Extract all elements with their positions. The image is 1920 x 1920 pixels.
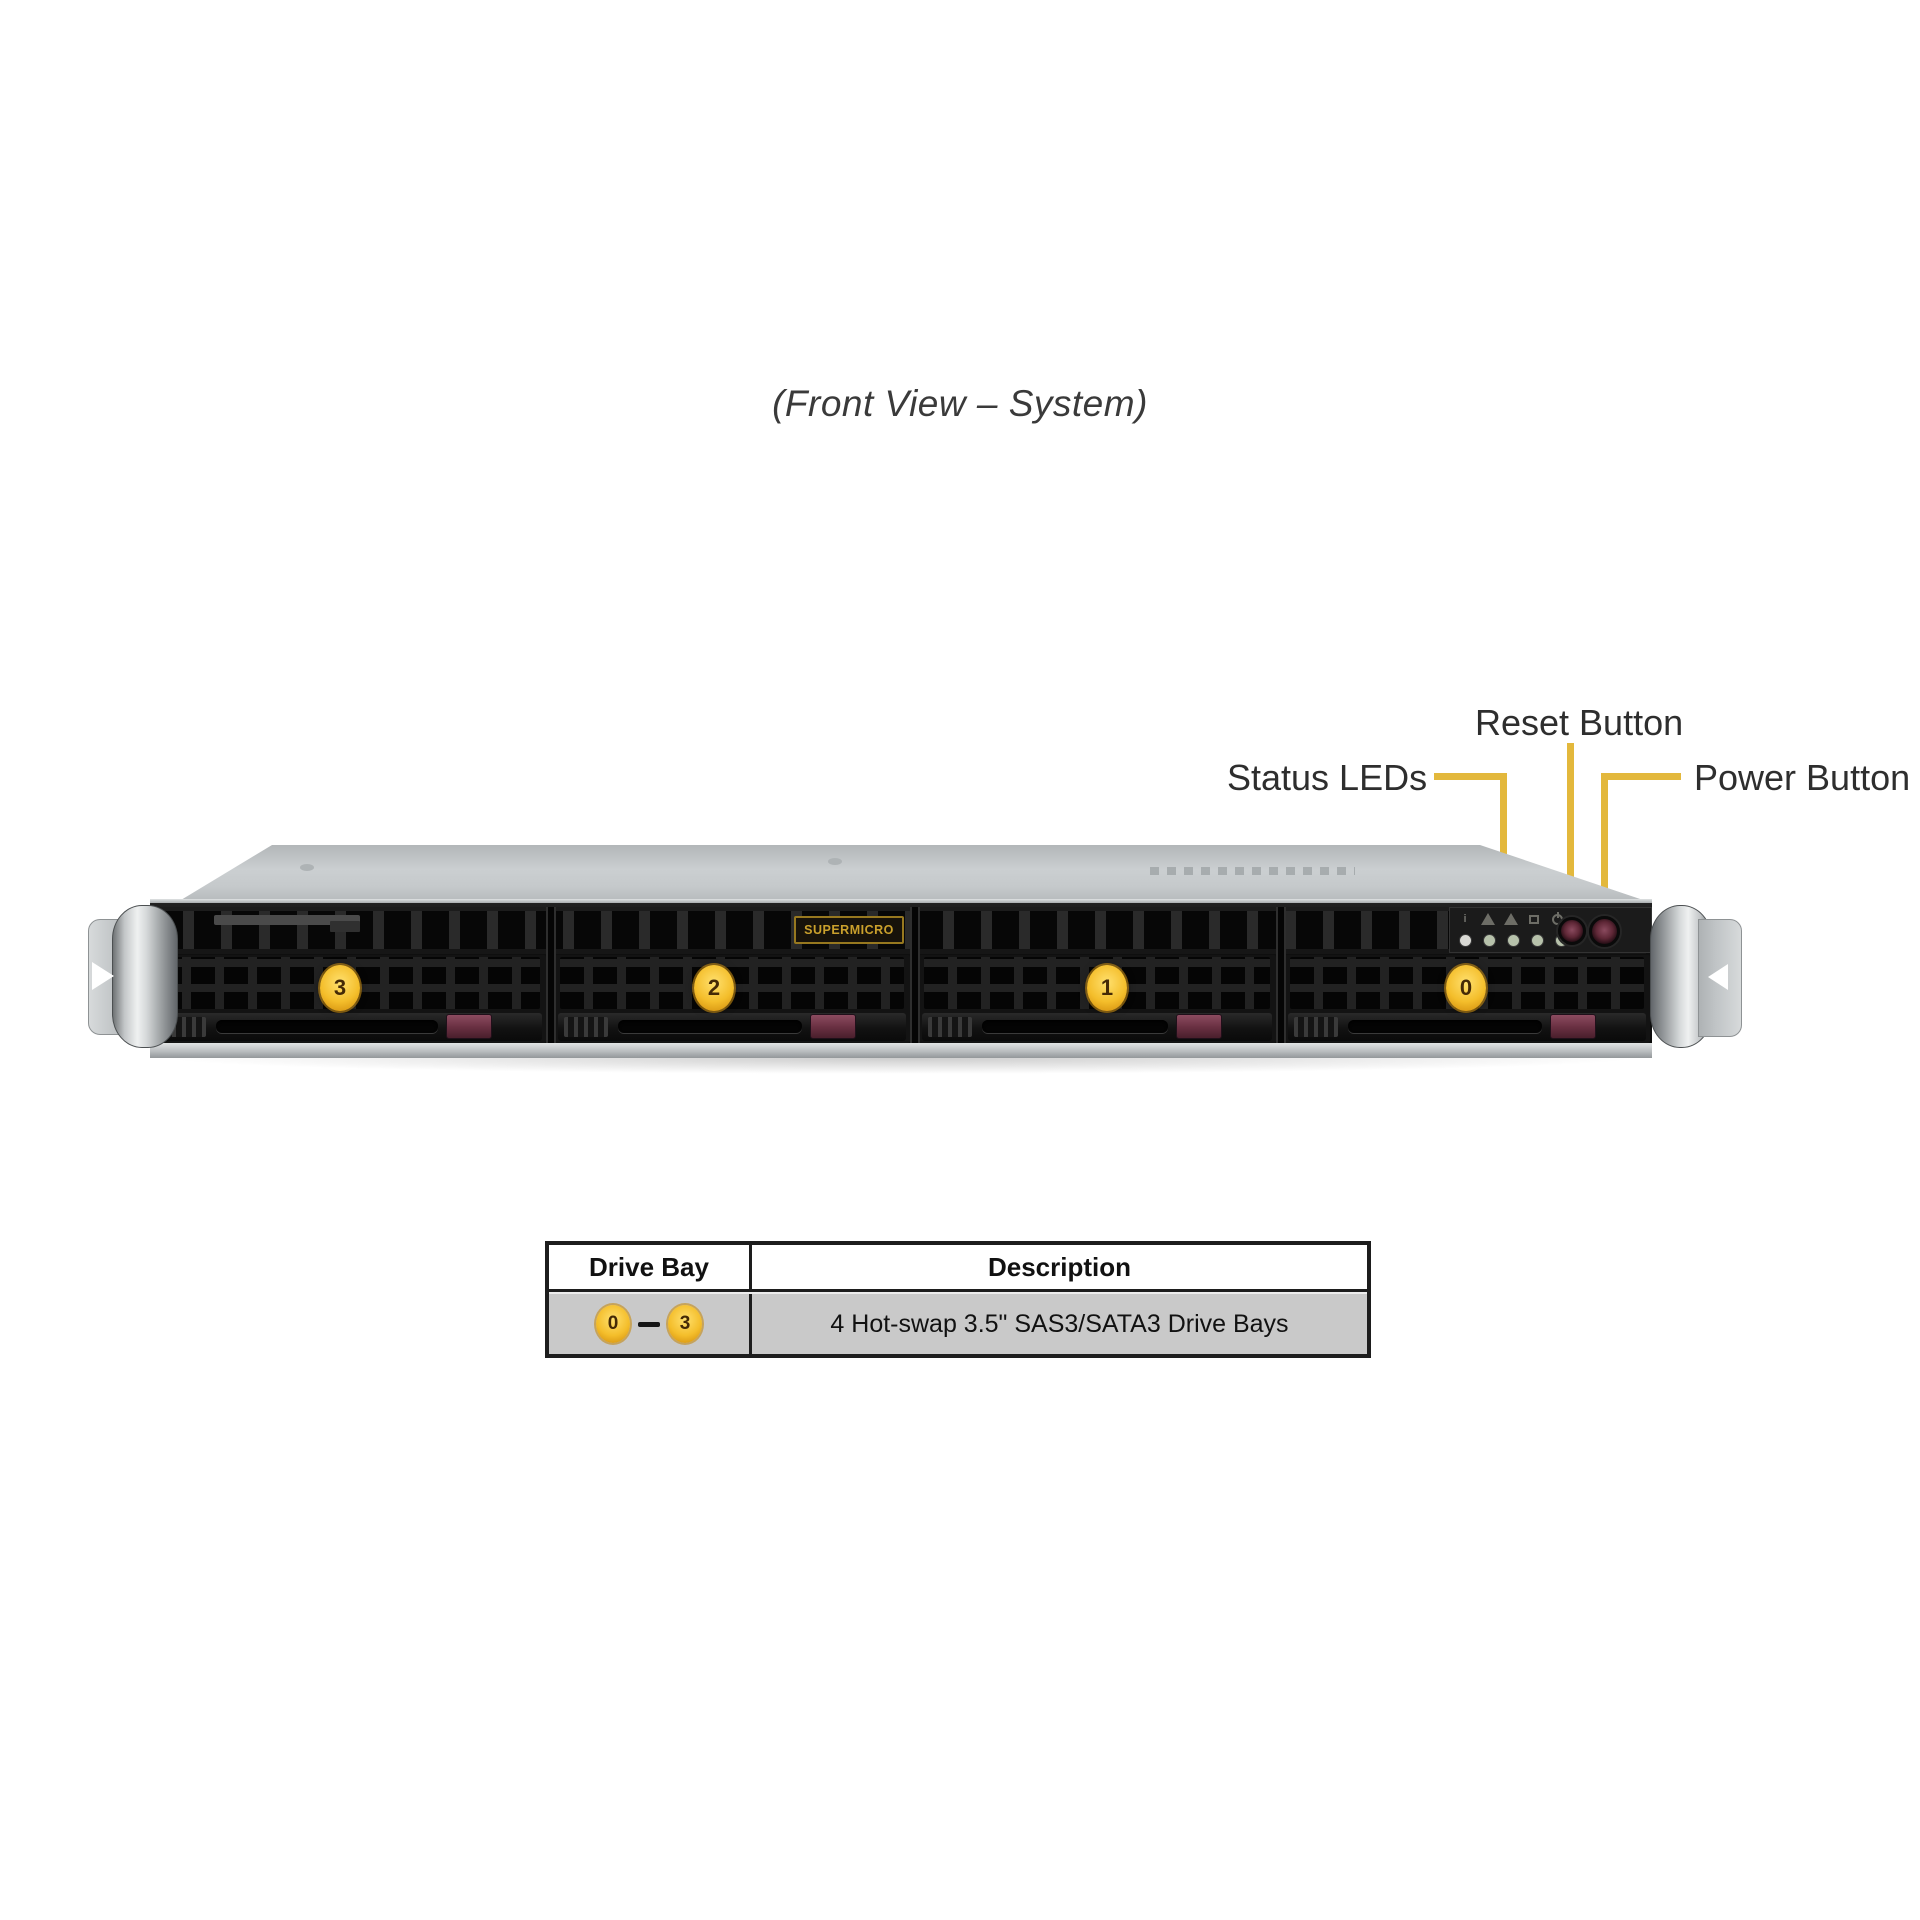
table-data-row: 0 3 4 Hot-swap 3.5" SAS3/SATA3 Drive Bay… <box>549 1292 1367 1354</box>
tray-handle <box>922 1013 1272 1041</box>
drive-bay-table: Drive Bay Description 0 3 4 Hot-swap 3.5… <box>545 1241 1371 1358</box>
bay-number-badge-3: 3 <box>320 965 360 1011</box>
tray-grip <box>564 1017 608 1037</box>
power-fail-warning-icon <box>1504 912 1518 926</box>
cell-description: 4 Hot-swap 3.5" SAS3/SATA3 Drive Bays <box>830 1309 1289 1338</box>
status-led <box>1483 934 1496 947</box>
power-led-icon <box>1550 911 1564 926</box>
left-rack-ear-handle <box>112 905 178 1048</box>
top-cover-screw <box>300 864 314 871</box>
header-cell-description: Description <box>987 1251 1132 1282</box>
figure-title: (Front View – System) <box>772 383 1148 424</box>
header-cell-drive-bay: Drive Bay <box>549 1245 752 1289</box>
status-leds-leader-line <box>1434 773 1504 780</box>
overheat-warning-icon <box>1481 912 1495 926</box>
bay-divider <box>910 907 920 1043</box>
bay-number-badge-0: 0 <box>1446 965 1486 1011</box>
bay-number-badge-1: 1 <box>1087 965 1127 1011</box>
top-cover-screw <box>828 858 842 865</box>
nic-activity-icon <box>1527 912 1541 926</box>
chassis-bottom-trim <box>150 1043 1652 1058</box>
power-button-label: Power Button <box>1694 757 1911 798</box>
status-led-icons: i <box>1458 911 1564 926</box>
drive-tray-0 <box>1284 955 1650 1043</box>
status-led <box>1531 934 1544 947</box>
drive-tray-2 <box>554 955 910 1043</box>
table-header-row: Drive Bay Description <box>549 1245 1367 1292</box>
tray-handle <box>558 1013 906 1041</box>
brand-logo-text: SUPERMICRO <box>804 923 894 937</box>
reset-button <box>1558 917 1586 945</box>
bay-number-badge-2: 2 <box>694 965 734 1011</box>
front-control-panel: i <box>1449 907 1652 953</box>
reset-button-label: Reset Button <box>1475 702 1684 743</box>
status-leds-label: Status LEDs <box>1227 757 1428 798</box>
tray-grip <box>928 1017 972 1037</box>
status-leds-leader-line <box>1500 773 1507 930</box>
tray-handle-slot <box>618 1020 802 1033</box>
tray-handle-slot <box>216 1020 438 1033</box>
bay-divider <box>546 907 556 1043</box>
tray-release-latch <box>810 1014 856 1039</box>
power-button-leader-line <box>1601 773 1681 780</box>
info-led-icon: i <box>1463 913 1467 925</box>
tray-handle <box>156 1013 542 1041</box>
bay-range-start-badge: 0 <box>596 1305 630 1343</box>
optical-eject-notch <box>330 921 360 932</box>
power-button <box>1589 916 1620 947</box>
tray-grip <box>1294 1017 1338 1037</box>
reset-button-leader-line <box>1567 743 1574 926</box>
power-button-leader-line <box>1601 773 1608 923</box>
brand-logo-plate: SUPERMICRO <box>794 916 904 944</box>
bay-range-end-badge: 3 <box>668 1305 702 1343</box>
status-leds <box>1459 934 1568 947</box>
slim-optical-drive-slot <box>214 915 360 925</box>
chassis-shadow <box>160 1058 1642 1074</box>
status-led <box>1459 934 1472 947</box>
tray-handle-slot <box>1348 1020 1542 1033</box>
bay-divider <box>1276 907 1286 1043</box>
tray-handle <box>1288 1013 1646 1041</box>
tray-release-latch <box>1176 1014 1222 1039</box>
cell-bay-range: 0 3 <box>549 1294 752 1354</box>
tray-release-latch <box>446 1014 492 1039</box>
status-led <box>1507 934 1520 947</box>
tray-vent-mesh <box>158 957 540 1009</box>
chassis-top-cover <box>176 845 1652 903</box>
bay-range-dash <box>638 1321 660 1327</box>
chassis-front-lip <box>150 899 1652 904</box>
top-cover-vents <box>1150 867 1355 875</box>
tray-handle-slot <box>982 1020 1168 1033</box>
tray-release-latch <box>1550 1014 1596 1039</box>
